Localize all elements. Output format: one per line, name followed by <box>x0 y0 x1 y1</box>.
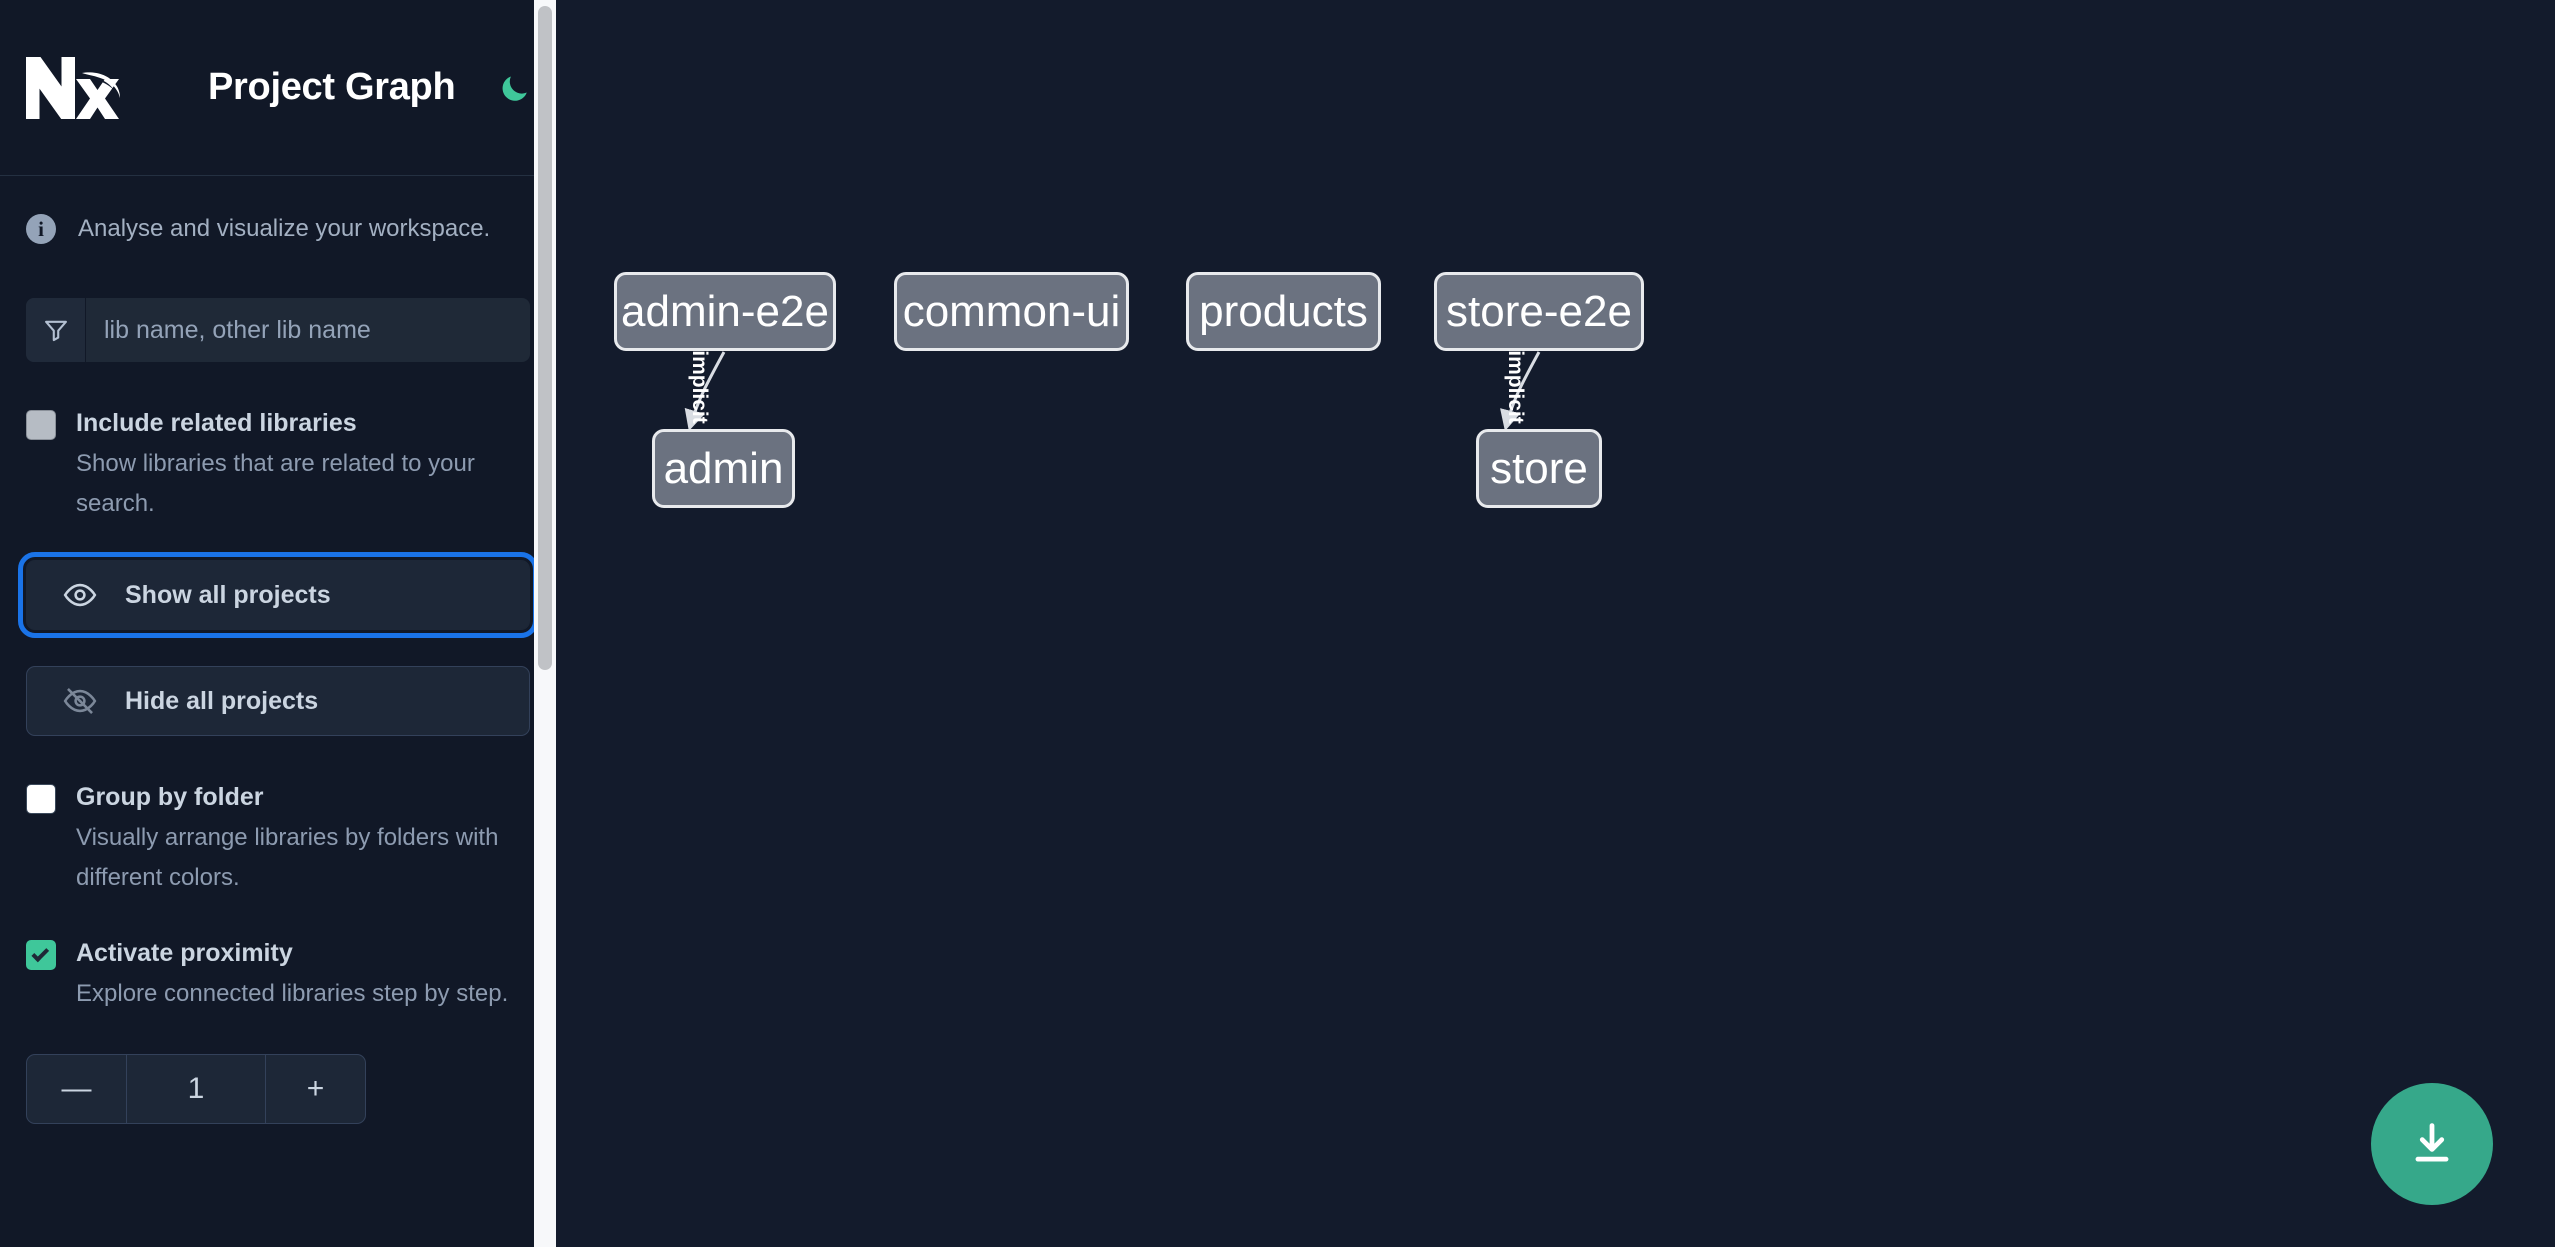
graph-node-common-ui[interactable]: common-ui <box>894 272 1129 351</box>
download-button[interactable] <box>2371 1083 2493 1205</box>
filter-field <box>26 298 530 362</box>
eye-off-icon <box>63 688 97 714</box>
option-group-by-folder[interactable]: Group by folder Visually arrange librari… <box>26 780 530 898</box>
proximity-decrement-button[interactable]: — <box>27 1055 127 1123</box>
edge-admin-e2e-admin <box>684 351 726 432</box>
option-label: Group by folder <box>76 783 264 811</box>
sidebar-scrollbar[interactable] <box>534 0 556 1247</box>
show-all-projects-label: Show all projects <box>125 580 331 609</box>
eye-icon <box>63 583 97 607</box>
check-icon <box>31 944 50 962</box>
page-title: Project Graph <box>208 66 456 108</box>
graph-node-admin[interactable]: admin <box>652 429 795 508</box>
info-icon: i <box>26 214 56 244</box>
proximity-stepper: — 1 + <box>26 1054 366 1124</box>
option-description: Visually arrange libraries by folders wi… <box>76 824 499 891</box>
graph-node-products[interactable]: products <box>1186 272 1381 351</box>
include-related-libraries-checkbox[interactable] <box>26 410 56 440</box>
moon-glyph <box>502 76 528 101</box>
option-description: Show libraries that are related to your … <box>76 450 475 517</box>
graph-edges <box>684 351 1541 432</box>
graph-canvas[interactable]: admin-e2e common-ui products store-e2e a… <box>556 0 2555 1247</box>
nx-logo-icon <box>26 56 120 119</box>
option-activate-proximity[interactable]: Activate proximity Explore connected lib… <box>26 936 530 1014</box>
sidebar: Project Graph i Analyse and visualize yo… <box>0 0 556 1247</box>
funnel-icon[interactable] <box>26 298 86 362</box>
sidebar-scrollbar-thumb[interactable] <box>538 6 552 670</box>
download-icon <box>2415 1123 2449 1162</box>
search-input[interactable] <box>86 298 530 362</box>
option-description: Explore connected libraries step by step… <box>76 980 509 1007</box>
show-all-projects-button[interactable]: Show all projects <box>18 552 538 638</box>
option-label: Include related libraries <box>76 409 357 437</box>
hide-all-projects-button[interactable]: Hide all projects <box>26 666 530 736</box>
hide-all-projects-label: Hide all projects <box>125 686 319 715</box>
proximity-value: 1 <box>187 1072 205 1105</box>
graph-node-store-e2e[interactable]: store-e2e <box>1434 272 1644 351</box>
edge-label-store-e2e-store: implicit <box>1503 350 1527 424</box>
proximity-increment-button[interactable]: + <box>265 1055 365 1123</box>
edge-label-admin-e2e-admin: implicit <box>687 350 711 424</box>
graph-node-admin-e2e[interactable]: admin-e2e <box>614 272 836 351</box>
moon-icon[interactable] <box>493 66 537 110</box>
activate-proximity-checkbox[interactable] <box>26 940 56 970</box>
graph-node-store[interactable]: store <box>1476 429 1602 508</box>
option-label: Activate proximity <box>76 939 293 967</box>
funnel-glyph <box>44 320 67 342</box>
tagline-text: Analyse and visualize your workspace. <box>78 215 491 242</box>
edge-store-e2e-store <box>1500 351 1541 432</box>
group-by-folder-checkbox[interactable] <box>26 784 56 814</box>
sidebar-header: Project Graph <box>0 0 556 176</box>
option-include-related-libraries[interactable]: Include related libraries Show libraries… <box>26 406 530 524</box>
sidebar-controls: Include related libraries Show libraries… <box>0 298 556 1124</box>
tagline: i Analyse and visualize your workspace. <box>0 176 556 244</box>
